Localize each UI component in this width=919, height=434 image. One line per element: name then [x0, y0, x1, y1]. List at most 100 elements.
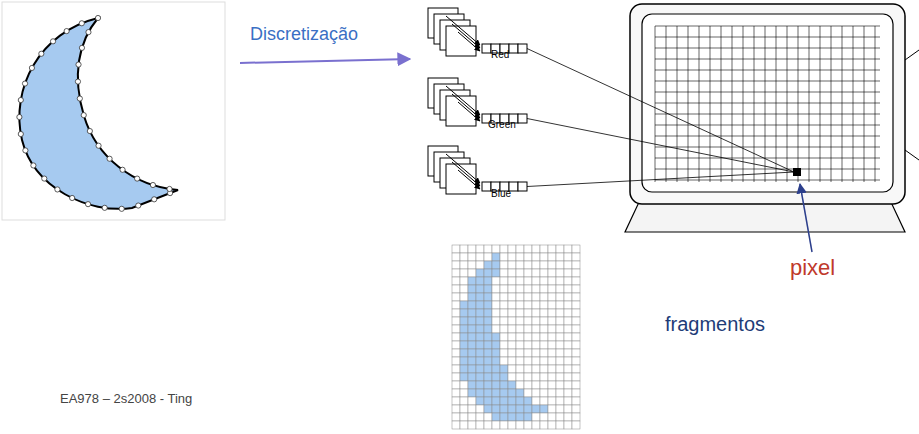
fragment-cell	[476, 277, 484, 285]
fragment-cell	[564, 277, 572, 285]
channel-label: Blue	[491, 188, 511, 200]
fragment-cell	[540, 277, 548, 285]
fragment-cell	[572, 397, 580, 405]
color-register	[482, 182, 491, 191]
bit-arrow	[452, 94, 480, 118]
monitor-cable	[905, 150, 919, 160]
fragment-cell	[540, 389, 548, 397]
fragment-cell	[468, 245, 476, 253]
fragment-cell	[476, 301, 484, 309]
fragment-cell	[500, 253, 508, 261]
fragment-cell	[564, 317, 572, 325]
fragment-cell	[484, 293, 492, 301]
fragment-cell	[548, 349, 556, 357]
control-point	[18, 131, 23, 136]
fragment-cell	[468, 325, 476, 333]
fragment-cell	[564, 325, 572, 333]
fragment-cell	[500, 349, 508, 357]
grid-line	[820, 26, 821, 182]
fragment-cell	[508, 405, 516, 413]
fragment-cell	[524, 389, 532, 397]
fragment-cell	[492, 365, 500, 373]
fragment-cell	[484, 357, 492, 365]
fragment-cell	[508, 349, 516, 357]
fragment-cell	[484, 309, 492, 317]
fragment-cell	[572, 277, 580, 285]
fragment-cell	[572, 421, 580, 429]
fragment-cell	[484, 421, 492, 429]
fragment-cell	[484, 333, 492, 341]
fragment-cell	[524, 341, 532, 349]
fragment-cell	[492, 413, 500, 421]
fragment-cell	[508, 261, 516, 269]
fragment-cell	[564, 253, 572, 261]
image-frame	[2, 2, 225, 220]
fragment-cell	[532, 277, 540, 285]
grid-line	[655, 92, 880, 93]
fragment-cell	[460, 253, 468, 261]
fragment-cell	[460, 365, 468, 373]
fragment-cell	[524, 397, 532, 405]
fragment-cell	[556, 389, 564, 397]
fragment-cell	[508, 277, 516, 285]
monitor-base	[625, 200, 905, 232]
fragment-cell	[468, 413, 476, 421]
fragment-cell	[492, 325, 500, 333]
fragment-cell	[500, 373, 508, 381]
fragment-cell	[564, 381, 572, 389]
fragment-cell	[460, 373, 468, 381]
fragment-cell	[572, 309, 580, 317]
fragment-cell	[532, 261, 540, 269]
fragment-cell	[548, 269, 556, 277]
grid-line	[655, 147, 880, 148]
fragment-cell	[532, 381, 540, 389]
fragment-cell	[516, 397, 524, 405]
signal-line	[527, 49, 794, 173]
footer-note: EA978 – 2s2008 - Ting	[60, 392, 192, 407]
fragment-cell	[564, 341, 572, 349]
fragment-cell	[572, 245, 580, 253]
fragment-cell	[508, 317, 516, 325]
fragment-cell	[476, 269, 484, 277]
bit-arrow	[452, 24, 480, 48]
control-point	[23, 148, 28, 153]
control-point	[75, 79, 80, 84]
fragment-cell	[508, 293, 516, 301]
control-point	[31, 163, 36, 168]
fragment-cell	[460, 349, 468, 357]
fragment-cell	[516, 357, 524, 365]
fragment-cell	[548, 317, 556, 325]
fragment-cell	[484, 325, 492, 333]
fragment-cell	[524, 253, 532, 261]
grid-line	[842, 26, 843, 182]
fragment-cell	[500, 405, 508, 413]
fragment-cell	[540, 413, 548, 421]
fragment-cell	[564, 373, 572, 381]
fragment-cell	[492, 309, 500, 317]
fragment-cell	[564, 269, 572, 277]
fragment-cell	[516, 341, 524, 349]
fragment-cell	[452, 285, 460, 293]
arrow-label: Discretização	[250, 24, 358, 45]
fragment-cell	[484, 365, 492, 373]
fragment-cell	[500, 301, 508, 309]
fragment-cell	[564, 349, 572, 357]
fragment-cell	[540, 365, 548, 373]
fragment-cell	[540, 261, 548, 269]
fragment-cell	[468, 269, 476, 277]
fragment-cell	[556, 357, 564, 365]
fragment-cell	[524, 245, 532, 253]
fragment-cell	[468, 397, 476, 405]
fragment-cell	[516, 293, 524, 301]
fragment-cell	[532, 245, 540, 253]
grid-line	[710, 26, 711, 182]
fragment-cell	[556, 349, 564, 357]
bit-arrow	[458, 102, 480, 121]
monitor-symbol	[625, 4, 919, 232]
fragment-cell	[564, 309, 572, 317]
control-point	[76, 62, 81, 67]
fragment-cell	[548, 245, 556, 253]
fragment-cell	[460, 357, 468, 365]
fragment-cell	[452, 397, 460, 405]
fragment-cell	[468, 373, 476, 381]
